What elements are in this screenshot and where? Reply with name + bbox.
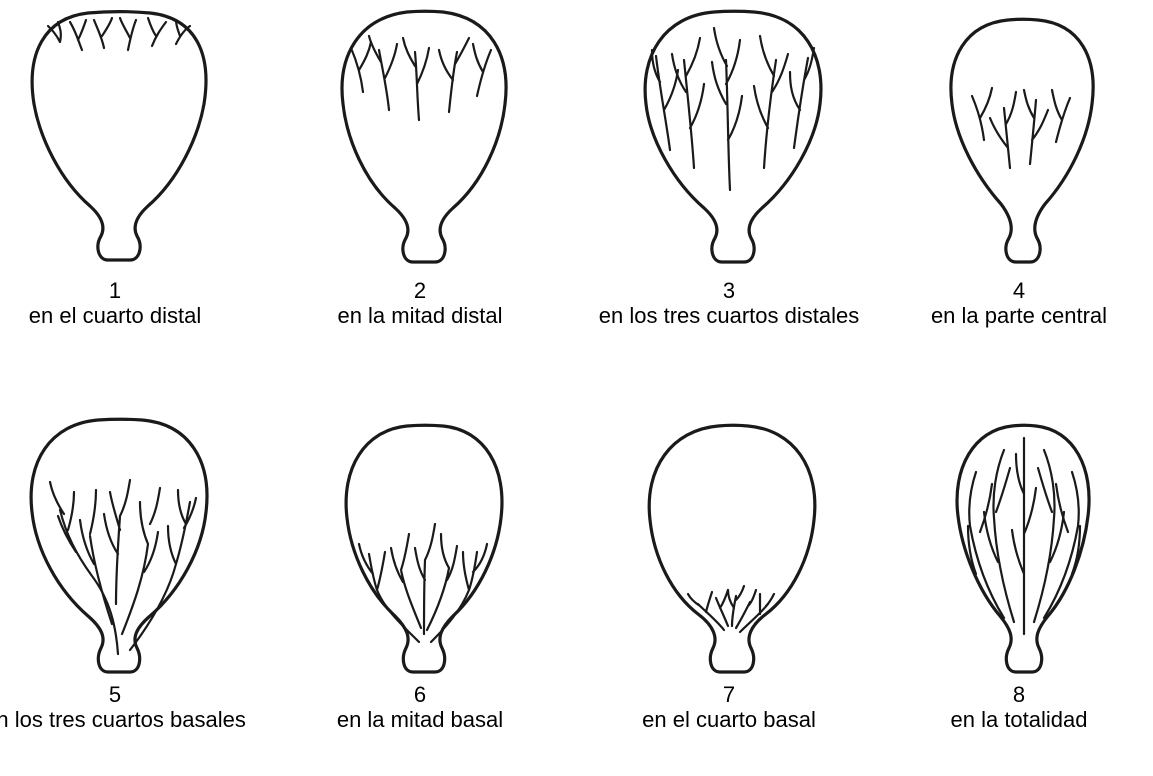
- item-label: en la totalidad: [950, 707, 1088, 732]
- item-label: en la mitad basal: [336, 707, 504, 732]
- venation-basal-three-quarters: [48, 478, 198, 656]
- venation-entire: [966, 436, 1082, 636]
- caption-3: 3 en los tres cuartos distales: [594, 278, 864, 328]
- petal-illustration-6: [344, 423, 504, 674]
- petal-illustration-5: [29, 417, 209, 674]
- item-label: en el cuarto basal: [642, 707, 816, 732]
- item-label: en los tres cuartos distales: [598, 303, 860, 328]
- item-number: 4: [1012, 278, 1026, 303]
- item-number: 8: [1012, 682, 1026, 707]
- petal-outline: [949, 17, 1095, 264]
- petal-outline: [643, 9, 823, 264]
- item-number: 1: [108, 278, 122, 303]
- item-label: en los tres cuartos basales: [0, 707, 246, 732]
- caption-8: 8 en la totalidad: [884, 682, 1153, 732]
- item-number: 6: [413, 682, 427, 707]
- caption-7: 7 en el cuarto basal: [594, 682, 864, 732]
- petal-outline: [647, 423, 817, 674]
- venation-distal-quarter: [46, 16, 192, 52]
- item-label: en la parte central: [930, 303, 1108, 328]
- caption-1: 1 en el cuarto distal: [0, 278, 250, 328]
- item-number: 3: [722, 278, 736, 303]
- petal-illustration-1: [30, 9, 208, 262]
- caption-5: 5 en los tres cuartos basales: [0, 682, 250, 732]
- caption-4: 4 en la parte central: [884, 278, 1153, 328]
- caption-2: 2 en la mitad distal: [285, 278, 555, 328]
- petal-outline: [30, 9, 208, 262]
- petal-outline: [340, 9, 508, 264]
- caption-6: 6 en la mitad basal: [285, 682, 555, 732]
- petal-outline: [29, 417, 209, 674]
- item-number: 7: [722, 682, 736, 707]
- item-label: en la mitad distal: [337, 303, 503, 328]
- petal-outline: [955, 423, 1091, 674]
- petal-illustration-4: [949, 17, 1095, 264]
- venation-basal-half: [357, 522, 489, 644]
- venation-distal-half: [349, 34, 493, 122]
- venation-distal-three-quarters: [650, 26, 816, 192]
- petal-illustration-3: [643, 9, 823, 264]
- petal-illustration-7: [647, 423, 817, 674]
- venation-basal-quarter: [686, 584, 776, 634]
- item-number: 2: [413, 278, 427, 303]
- petal-illustration-8: [955, 423, 1091, 674]
- item-label: en el cuarto distal: [28, 303, 202, 328]
- venation-central-part: [970, 86, 1072, 170]
- item-number: 5: [108, 682, 122, 707]
- petal-illustration-2: [340, 9, 508, 264]
